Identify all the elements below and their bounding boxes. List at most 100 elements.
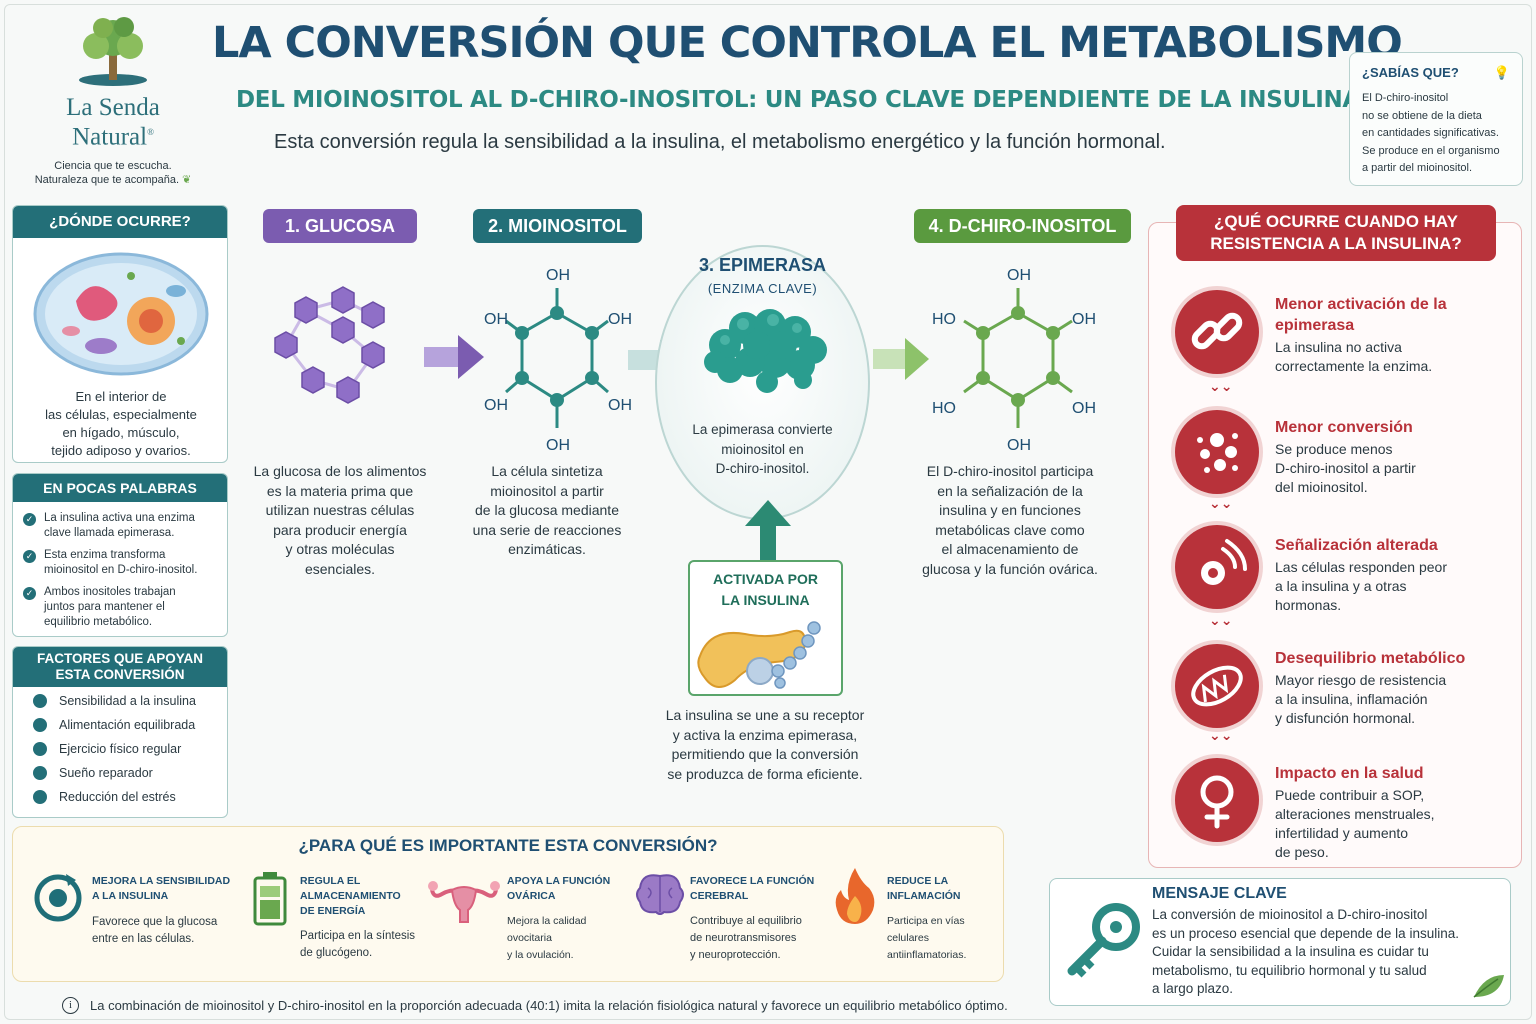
chevron-down-icon: ⌄⌄ bbox=[1209, 495, 1233, 511]
dots-icon bbox=[1175, 410, 1259, 494]
food-icon bbox=[33, 718, 47, 732]
oh-label: OH bbox=[484, 311, 508, 328]
person-icon bbox=[33, 694, 47, 708]
chevron-down-icon: ⌄⌄ bbox=[1209, 612, 1233, 628]
oh-label: OH bbox=[1007, 267, 1031, 284]
lightbulb-icon: 💡 bbox=[1493, 65, 1510, 80]
broken-link-icon bbox=[1175, 290, 1259, 374]
footnote: La combinación de mioinositol y D-chiro-… bbox=[90, 998, 1008, 1013]
check-icon: ✓ bbox=[23, 513, 36, 526]
check-icon: ✓ bbox=[23, 587, 36, 600]
page-subtitle: DEL MIOINOSITOL AL D-CHIRO-INOSITOL: UN … bbox=[236, 87, 1360, 113]
ho-label: HO bbox=[932, 400, 956, 417]
brand-tagline-1: Ciencia que te escucha. bbox=[54, 160, 172, 173]
enzyme-illustration bbox=[704, 309, 827, 393]
factor-item: Reducción del estrés bbox=[33, 785, 227, 809]
pocas-title: EN POCAS PALABRAS bbox=[13, 474, 227, 502]
chevron-down-icon: ⌄⌄ bbox=[1209, 378, 1233, 394]
res-item-5: Impacto en la salud Puede contribuir a S… bbox=[1275, 765, 1435, 860]
mensaje-text: La conversión de mioinositol a D-chiro-i… bbox=[1152, 907, 1459, 996]
leaf-icon bbox=[1473, 975, 1504, 998]
page-frame bbox=[4, 4, 1532, 1020]
brand-logo: La Senda Natural® Ciencia que te escucha… bbox=[18, 10, 208, 190]
page-intro: Esta conversión regula la sensibilidad a… bbox=[274, 131, 1166, 153]
flame-icon bbox=[835, 868, 875, 924]
arrow-right-icon bbox=[424, 335, 484, 379]
factor-item: Ejercicio físico regular bbox=[33, 737, 227, 761]
brand-name-line2: Natural® bbox=[72, 123, 154, 151]
oh-label: OH bbox=[608, 311, 632, 328]
ho-label: HO bbox=[932, 311, 956, 328]
signal-icon bbox=[1175, 525, 1259, 609]
pocas-card: EN POCAS PALABRAS ✓La insulina activa un… bbox=[12, 473, 228, 637]
tree-icon bbox=[79, 17, 147, 86]
oh-label: OH bbox=[484, 397, 508, 414]
info-icon: i bbox=[62, 997, 79, 1014]
factor-item: Sensibilidad a la insulina bbox=[33, 689, 227, 713]
res-item-4: Desequilibrio metabólico Mayor riesgo de… bbox=[1275, 650, 1466, 726]
factor-item: Alimentación equilibrada bbox=[33, 713, 227, 737]
brand-name-line1: La Senda bbox=[66, 94, 160, 121]
sabias-title: ¿SABÍAS QUE? 💡 bbox=[1362, 65, 1510, 80]
oh-label: OH bbox=[1007, 437, 1031, 454]
key-icon bbox=[1067, 903, 1140, 978]
mitochondria-icon bbox=[1175, 644, 1259, 728]
battery-icon bbox=[253, 872, 287, 926]
cell-illustration bbox=[33, 252, 209, 376]
step-mioinositol-label: 2. MIOINOSITOL bbox=[473, 209, 642, 243]
stress-icon bbox=[33, 790, 47, 804]
step-dci-label: 4. D-CHIRO-INOSITOL bbox=[914, 209, 1131, 243]
brain-icon bbox=[636, 874, 684, 915]
check-icon: ✓ bbox=[23, 550, 36, 563]
factor-item: Sueño reparador bbox=[33, 761, 227, 785]
importancia-title: ¿PARA QUÉ ES IMPORTANTE ESTA CONVERSIÓN? bbox=[298, 836, 718, 855]
moon-icon bbox=[33, 766, 47, 780]
mensaje-card: MENSAJE CLAVE La conversión de mioinosit… bbox=[1049, 878, 1511, 1006]
chevron-down-icon: ⌄⌄ bbox=[1209, 727, 1233, 743]
page-title: LA CONVERSIÓN QUE CONTROLA EL METABOLISM… bbox=[212, 18, 1403, 68]
female-symbol-icon bbox=[1175, 758, 1259, 842]
uterus-icon bbox=[428, 881, 500, 923]
oh-label: OH bbox=[546, 267, 570, 284]
donde-title: ¿DÓNDE OCURRE? bbox=[13, 206, 227, 238]
glucose-molecule bbox=[274, 286, 385, 404]
oh-label: OH bbox=[1072, 311, 1096, 328]
oh-label: OH bbox=[546, 437, 570, 454]
myoinositol-molecule: OH OH OH OH OH OH bbox=[484, 267, 632, 454]
runner-icon bbox=[33, 742, 47, 756]
res-item-3: Señalización alterada Las células respon… bbox=[1275, 537, 1448, 613]
oh-label: OH bbox=[608, 397, 632, 414]
mensaje-title: MENSAJE CLAVE bbox=[1152, 885, 1287, 902]
oh-label: OH bbox=[1072, 400, 1096, 417]
brand-tagline-2: Naturaleza que te acompaña. ❦ bbox=[34, 174, 192, 187]
arrow-up-icon bbox=[745, 500, 791, 562]
step-glucosa-label: 1. GLUCOSA bbox=[263, 209, 417, 243]
step-epimerasa-sub: (ENZIMA CLAVE) bbox=[707, 281, 818, 296]
sensitivity-icon bbox=[34, 874, 82, 922]
step-epimerasa-label: 3. EPIMERASA bbox=[698, 255, 827, 275]
